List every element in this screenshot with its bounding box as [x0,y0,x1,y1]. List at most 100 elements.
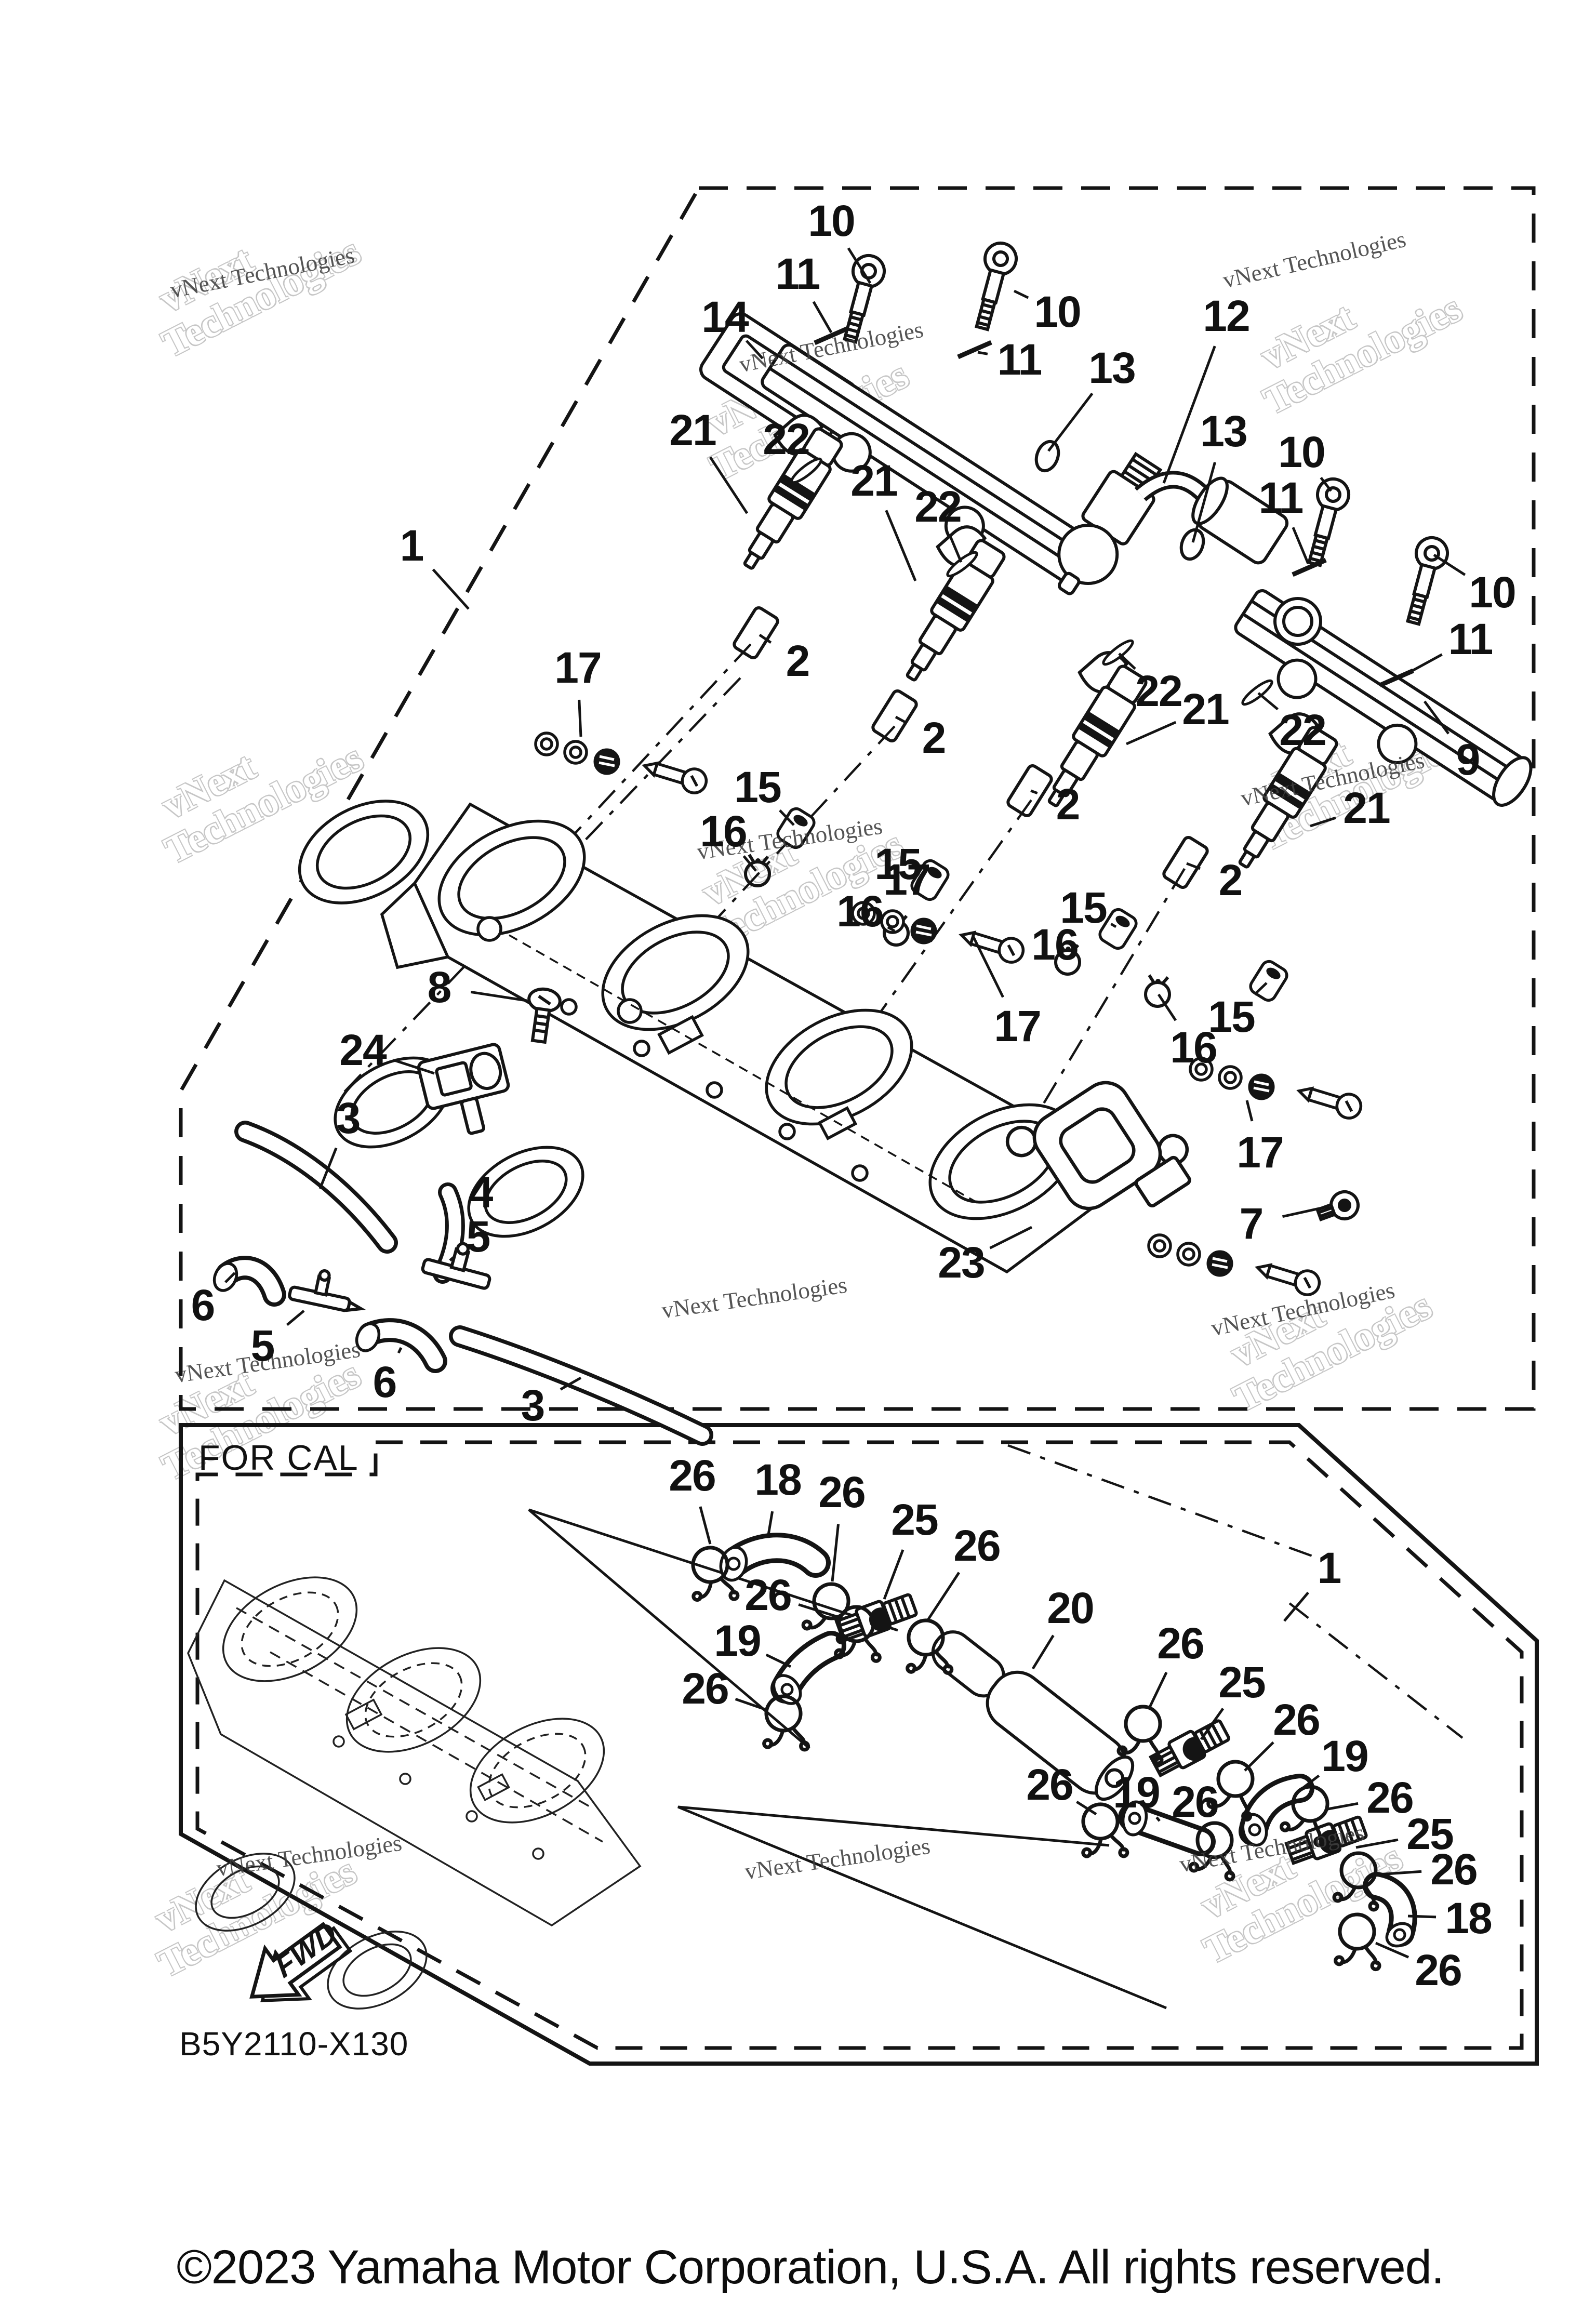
leader-line [1377,1870,1422,1876]
callout-26: 26 [953,1521,1001,1570]
clip-16 [746,855,769,886]
oring-13 [1032,438,1062,474]
leader-line [887,926,896,933]
bolt-10 [1398,534,1451,627]
callout-17: 17 [1236,1128,1284,1177]
callout-26: 26 [682,1664,729,1713]
leader-line [926,1572,961,1621]
leader-line [759,633,772,644]
hose-clamp-26 [1331,1912,1380,1973]
copyright-text: ©2023 Yamaha Motor Corporation, U.S.A. A… [177,2241,1444,2294]
callout-19: 19 [1113,1768,1160,1817]
callout-10: 10 [808,196,855,245]
leader-line [1110,923,1117,928]
leader-line [397,1347,403,1354]
callout-6: 6 [191,1281,216,1329]
leader-line [949,536,963,563]
callout-25: 25 [1406,1810,1454,1858]
callout-16: 16 [1170,1023,1217,1072]
leader-line [1320,476,1332,492]
bolt-10 [967,240,1019,332]
leader-line [1403,653,1443,677]
callout-16: 16 [700,807,747,856]
callout-21: 21 [850,456,898,505]
callout-10: 10 [1469,568,1516,617]
leader-line [745,340,764,360]
callout-22: 22 [914,482,962,531]
callout-25: 25 [891,1495,938,1544]
callout-3: 3 [521,1381,546,1430]
leader-lines [224,247,1466,1959]
callout-7: 7 [1239,1199,1264,1248]
leader-line [578,699,582,737]
leader-line [1327,1802,1359,1811]
throttle-position-sensor-23 [1005,1081,1191,1211]
leader-line [977,351,988,355]
spacer-2 [1162,836,1209,889]
callout-15: 15 [874,840,922,888]
leader-line [560,1376,582,1391]
callout-13: 13 [1200,407,1247,456]
spacer-2 [733,606,779,660]
leader-line [831,1524,840,1582]
leader-line [1407,1914,1437,1919]
callout-22: 22 [1279,706,1326,754]
leader-line [1254,982,1268,995]
hose-20 [931,1630,1135,1801]
leader-line [432,568,470,610]
leader-line [766,1511,774,1538]
bolt-10 [1299,475,1352,568]
callout-1: 1 [400,521,424,570]
callout-24: 24 [339,1026,387,1074]
vacuum-hoses [212,1121,713,1446]
callout-6: 6 [373,1358,397,1406]
leader-line [1162,345,1216,484]
leader-line [1310,816,1336,828]
leader-line [1013,289,1029,299]
for-cal-label: FOR CAL [198,1438,359,1478]
t-joint-5 [288,1269,366,1312]
callout-15: 15 [734,763,781,812]
leader-line [885,510,917,581]
callout-21: 21 [1343,783,1390,832]
callout-11: 11 [1258,473,1304,522]
leader-line [1191,462,1216,543]
callout-5: 5 [250,1321,275,1370]
callout-11: 11 [775,249,821,298]
forcal-box-solid-border [179,1423,1539,2066]
callout-15: 15 [1208,992,1255,1041]
leader-line [1200,1708,1225,1740]
callout-2: 2 [786,636,810,685]
callout-26: 26 [669,1451,716,1500]
leader-line [971,934,1004,998]
leader-line [779,809,795,826]
throttle-body [298,800,1099,1274]
leader-line [318,1147,338,1189]
leader-line [798,1603,838,1618]
leader-line [470,990,527,1002]
callout-13: 13 [1088,343,1136,392]
callout-17: 17 [994,1002,1041,1050]
callout-26: 26 [1430,1845,1478,1894]
leader-line [1423,700,1450,735]
leader-line [847,247,872,284]
callout-3: 3 [336,1094,361,1142]
leader-line [1148,1671,1168,1709]
callout-22: 22 [1135,667,1182,715]
callout-5: 5 [466,1212,491,1261]
sensor-24 [417,1043,510,1135]
leader-line [393,1058,435,1075]
callout-21: 21 [1182,685,1229,734]
callout-9: 9 [1456,735,1481,784]
callout-2: 2 [1056,780,1081,829]
callout-25: 25 [1218,1658,1266,1707]
leader-line [989,1226,1033,1249]
upper-box-border [179,186,1536,1411]
callout-26: 26 [744,1571,792,1619]
pointer-triangles [528,1508,1167,2010]
leader-line [1433,553,1466,576]
leader-line [224,1272,236,1283]
throttle-body-ghost [187,1576,642,2010]
leader-line [449,1256,455,1261]
